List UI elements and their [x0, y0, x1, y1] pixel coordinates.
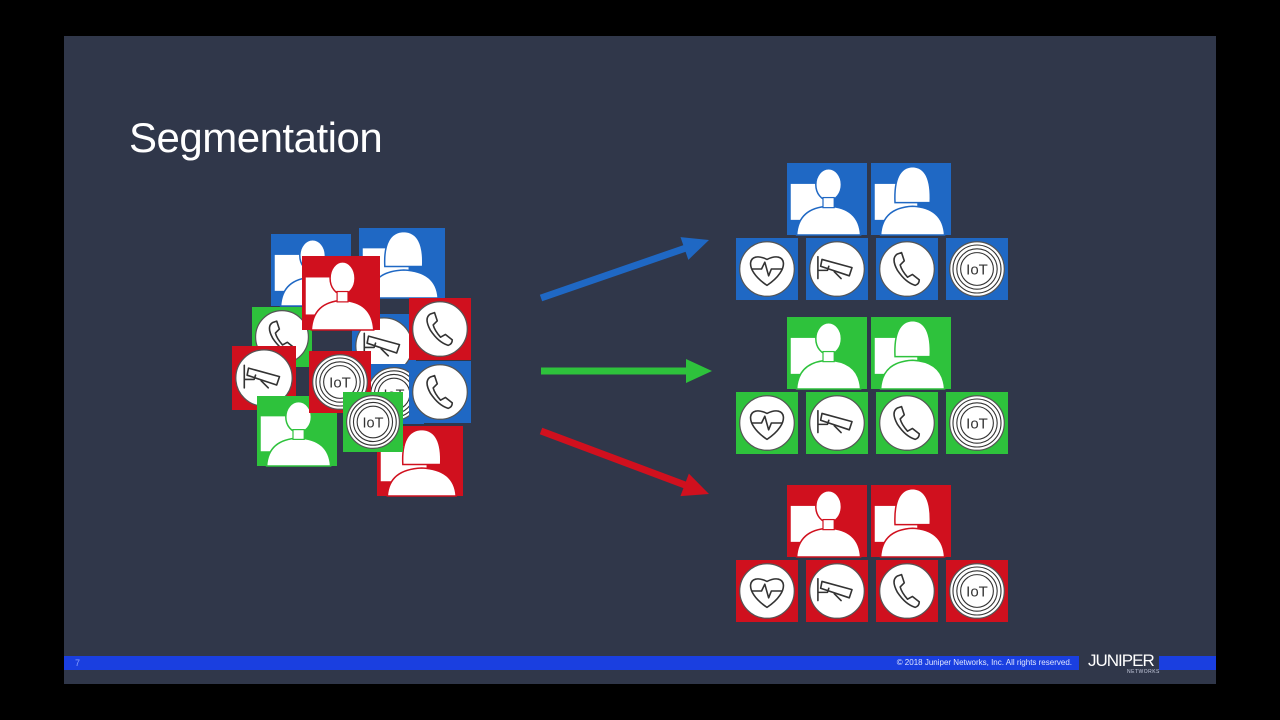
logo-backdrop	[1079, 652, 1159, 678]
iot-label: IoT	[966, 583, 988, 600]
juniper-logo: JUNIPER	[1088, 651, 1155, 670]
blue-segment-iot-icon: IoT	[946, 238, 1008, 300]
cluster-phone-icon	[409, 361, 471, 423]
red-segment-camera-icon	[806, 560, 868, 622]
red-arrow	[539, 427, 709, 497]
iot-label: IoT	[966, 261, 988, 278]
cluster-phone-icon	[409, 298, 471, 360]
green-segment-phone-icon	[876, 392, 938, 454]
segmentation-arrows	[539, 237, 712, 497]
segmentation-diagram: IoT IoT IoT IoT IoT IoT	[232, 163, 1008, 622]
green-arrow	[541, 359, 712, 383]
footer-bar	[64, 656, 1216, 670]
red-segment-heart-monitor-icon	[736, 560, 798, 622]
blue-segment-user-male-icon	[787, 163, 867, 236]
blue-segment-heart-monitor-icon	[736, 238, 798, 300]
green-segment-iot-icon: IoT	[946, 392, 1008, 454]
green-segment-camera-icon	[806, 392, 868, 454]
red-segment: IoT	[736, 485, 1008, 622]
blue-arrow	[539, 237, 709, 302]
juniper-logo-subtext: NETWORKS	[1127, 669, 1160, 675]
cluster-iot-icon: IoT	[343, 392, 403, 452]
iot-label: IoT	[329, 374, 351, 391]
green-segment-heart-monitor-icon	[736, 392, 798, 454]
green-segment-user-female-icon	[871, 317, 951, 390]
blue-segment-camera-icon	[806, 238, 868, 300]
cluster-user-icon	[302, 256, 380, 331]
page-number: 7	[75, 658, 81, 668]
copyright-text: © 2018 Juniper Networks, Inc. All rights…	[896, 658, 1072, 667]
iot-label: IoT	[966, 415, 988, 432]
red-segment-iot-icon: IoT	[946, 560, 1008, 622]
blue-segment: IoT	[736, 163, 1008, 300]
red-segment-user-male-icon	[787, 485, 867, 558]
red-segment-phone-icon	[876, 560, 938, 622]
segment-groups: IoT IoT IoT	[736, 163, 1008, 622]
iot-label: IoT	[363, 415, 384, 431]
slide-title: Segmentation	[129, 114, 383, 161]
red-segment-user-female-icon	[871, 485, 951, 558]
green-segment: IoT	[736, 317, 1008, 454]
blue-segment-user-female-icon	[871, 163, 951, 236]
slide: Segmentation 7 © 2018 Juniper Networks, …	[64, 36, 1216, 684]
blue-segment-phone-icon	[876, 238, 938, 300]
green-segment-user-male-icon	[787, 317, 867, 390]
